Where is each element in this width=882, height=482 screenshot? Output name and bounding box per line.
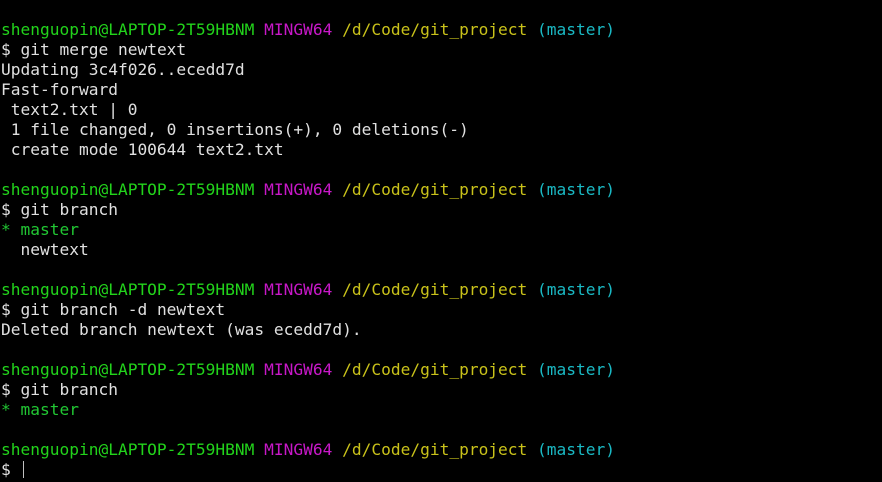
prompt-path: /d/Code/git_project bbox=[342, 180, 528, 199]
prompt-host: MINGW64 bbox=[264, 440, 333, 459]
prompt-user: shenguopin@LAPTOP-2T59HBNM bbox=[1, 280, 255, 299]
prompt-user: shenguopin@LAPTOP-2T59HBNM bbox=[1, 180, 255, 199]
prompt-user: shenguopin@LAPTOP-2T59HBNM bbox=[1, 360, 255, 379]
prompt-user: shenguopin@LAPTOP-2T59HBNM bbox=[1, 440, 255, 459]
prompt-branch: (master) bbox=[537, 440, 616, 459]
prompt-branch: (master) bbox=[537, 360, 616, 379]
prompt-branch: (master) bbox=[537, 180, 616, 199]
prompt-line: shenguopin@LAPTOP-2T59HBNM MINGW64 /d/Co… bbox=[1, 20, 882, 40]
current-branch-line: * master bbox=[1, 220, 79, 239]
prompt-branch: (master) bbox=[537, 20, 616, 39]
command-line: $ git branch bbox=[1, 200, 882, 220]
prompt-symbol: $ bbox=[1, 460, 11, 479]
prompt-path: /d/Code/git_project bbox=[342, 280, 528, 299]
text-cursor bbox=[22, 461, 24, 478]
prompt-line: shenguopin@LAPTOP-2T59HBNM MINGW64 /d/Co… bbox=[1, 180, 882, 200]
command-text: git branch -d newtext bbox=[20, 300, 226, 319]
prompt-branch: (master) bbox=[537, 280, 616, 299]
active-command-line[interactable]: $ bbox=[1, 460, 882, 480]
command-line: $ git merge newtext bbox=[1, 40, 882, 60]
prompt-host: MINGW64 bbox=[264, 360, 333, 379]
prompt-host: MINGW64 bbox=[264, 180, 333, 199]
blank-line bbox=[1, 260, 882, 280]
command-text: git branch bbox=[20, 380, 118, 399]
output-line: Deleted branch newtext (was ecedd7d). bbox=[1, 320, 362, 339]
output-line: text2.txt | 0 bbox=[1, 100, 138, 119]
output-line: Updating 3c4f026..ecedd7d bbox=[1, 60, 245, 79]
prompt-symbol: $ bbox=[1, 300, 11, 319]
blank-line bbox=[1, 160, 882, 180]
prompt-path: /d/Code/git_project bbox=[342, 440, 528, 459]
prompt-path: /d/Code/git_project bbox=[342, 360, 528, 379]
output-line: 1 file changed, 0 insertions(+), 0 delet… bbox=[1, 120, 469, 139]
prompt-line: shenguopin@LAPTOP-2T59HBNM MINGW64 /d/Co… bbox=[1, 280, 882, 300]
command-text: git branch bbox=[20, 200, 118, 219]
output-line: create mode 100644 text2.txt bbox=[1, 140, 284, 159]
prompt-host: MINGW64 bbox=[264, 280, 333, 299]
prompt-path: /d/Code/git_project bbox=[342, 20, 528, 39]
prompt-line: shenguopin@LAPTOP-2T59HBNM MINGW64 /d/Co… bbox=[1, 440, 882, 460]
output-line: newtext bbox=[1, 240, 89, 259]
blank-line bbox=[1, 340, 882, 360]
output-line: Fast-forward bbox=[1, 80, 118, 99]
prompt-host: MINGW64 bbox=[264, 20, 333, 39]
prompt-user: shenguopin@LAPTOP-2T59HBNM bbox=[1, 20, 255, 39]
prompt-symbol: $ bbox=[1, 200, 11, 219]
command-line: $ git branch -d newtext bbox=[1, 300, 882, 320]
prompt-symbol: $ bbox=[1, 380, 11, 399]
prompt-line: shenguopin@LAPTOP-2T59HBNM MINGW64 /d/Co… bbox=[1, 360, 882, 380]
command-text: git merge newtext bbox=[20, 40, 187, 59]
blank-line bbox=[1, 420, 882, 440]
current-branch-line: * master bbox=[1, 400, 79, 419]
command-line: $ git branch bbox=[1, 380, 882, 400]
prompt-symbol: $ bbox=[1, 40, 11, 59]
